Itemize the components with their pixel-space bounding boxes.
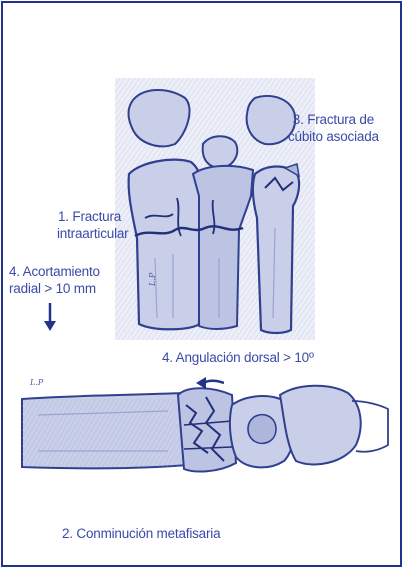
label-fractura-cubito-line1: 3. Fractura de [288,111,379,128]
label-acortamiento-line2: radial > 10 mm [9,280,100,297]
artist-signature-top: L.P [148,273,157,286]
label-angulacion-dorsal: 4. Angulación dorsal > 10º [162,349,314,366]
label-acortamiento-radial: 4. Acortamiento radial > 10 mm [9,263,100,297]
label-fractura-intraarticular: 1. Fractura intraarticular [57,208,128,242]
down-arrow-icon [44,303,56,331]
label-intraarticular-line1: 1. Fractura [57,208,128,225]
label-conminucion-metafisaria: 2. Conminución metafisaria [62,525,220,542]
artist-signature-bottom: L.P [30,378,43,387]
wrist-frontal-illustration [115,78,315,340]
label-intraarticular-line2: intraarticular [57,225,128,242]
left-arrow-icon [196,377,224,389]
label-acortamiento-line1: 4. Acortamiento [9,263,100,280]
label-fractura-cubito-line2: cúbito asociada [288,128,379,145]
label-fractura-cubito: 3. Fractura de cúbito asociada [288,111,379,145]
